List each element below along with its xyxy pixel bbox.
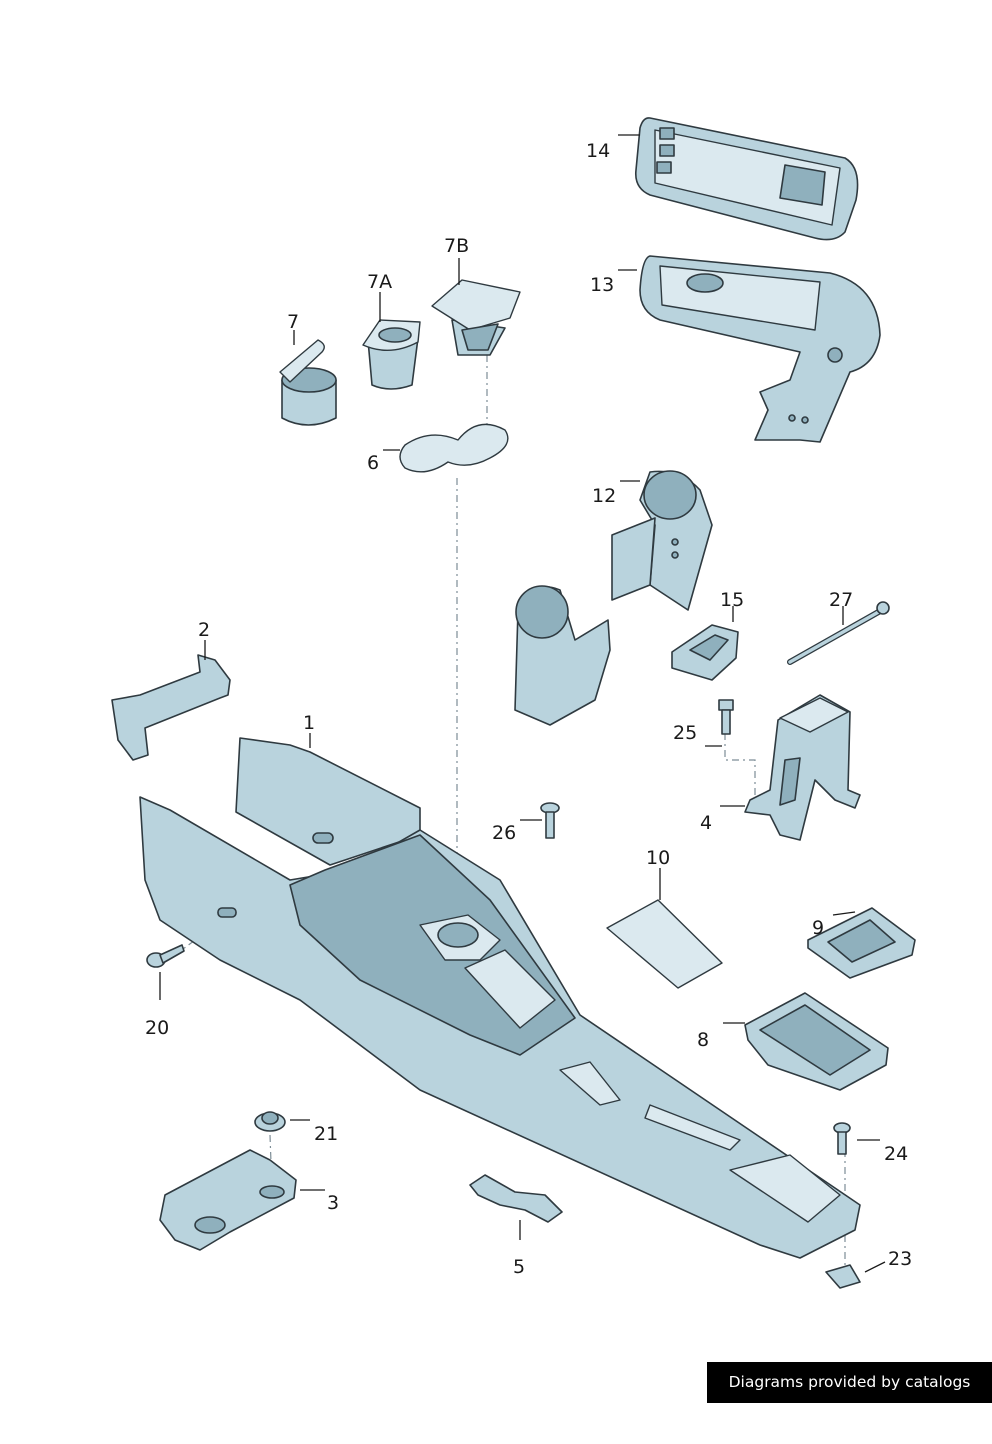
side-trim: [514, 585, 611, 726]
part-7b-holder: [431, 279, 521, 356]
callout-2: 2: [198, 619, 210, 641]
part-1-center-console: [139, 737, 861, 1259]
part-7-cup-holder: [279, 339, 337, 426]
callout-25: 25: [673, 722, 697, 744]
callout-1: 1: [303, 712, 315, 734]
part-24-screw: [833, 1122, 851, 1155]
callout-3: 3: [327, 1192, 339, 1214]
callout-27: 27: [829, 589, 853, 611]
callout-20: 20: [145, 1017, 169, 1039]
callout-23: 23: [888, 1248, 912, 1270]
callout-5: 5: [513, 1256, 525, 1278]
callout-4: 4: [700, 812, 712, 834]
part-5-trim: [469, 1174, 563, 1223]
callout-26: 26: [492, 822, 516, 844]
callout-24: 24: [884, 1143, 908, 1165]
part-26-screw: [540, 802, 560, 839]
callout-7b: 7B: [444, 235, 469, 257]
callout-8: 8: [697, 1029, 709, 1051]
callout-15: 15: [720, 589, 744, 611]
part-23-clip: [825, 1264, 861, 1289]
part-13-armrest: [639, 255, 881, 443]
part-3-bracket: [159, 1149, 297, 1251]
part-10-mat: [606, 899, 723, 989]
part-20-screw: [146, 944, 185, 968]
callout-10: 10: [646, 847, 670, 869]
callout-9: 9: [812, 917, 824, 939]
callout-6: 6: [367, 452, 379, 474]
part-25-screw: [718, 699, 734, 735]
credit-banner: Diagrams provided by catalogs parts: [707, 1362, 992, 1432]
callout-21: 21: [314, 1123, 338, 1145]
callout-7a: 7A: [367, 271, 392, 293]
part-9-tray: [807, 907, 916, 979]
part-8-tray: [744, 992, 889, 1091]
part-27-bolt: [787, 601, 890, 665]
part-6-mat: [399, 423, 509, 473]
part-14-armrest-lid: [634, 117, 859, 241]
callout-14: 14: [586, 140, 610, 162]
part-21-nut: [254, 1111, 286, 1132]
part-12-cover: [611, 470, 713, 611]
exploded-parts-diagram: 14 13 7B 7A 7 6 12 15 27 2 1 25 4 26 10 …: [111, 117, 916, 1289]
part-7a-insert: [362, 319, 421, 390]
callout-7: 7: [287, 311, 299, 333]
part-4-bracket: [744, 694, 861, 841]
callout-12: 12: [592, 485, 616, 507]
part-2-bracket: [111, 654, 231, 761]
leader-lines: [159, 134, 886, 1273]
part-15-clip: [671, 624, 739, 681]
callout-13: 13: [590, 274, 614, 296]
